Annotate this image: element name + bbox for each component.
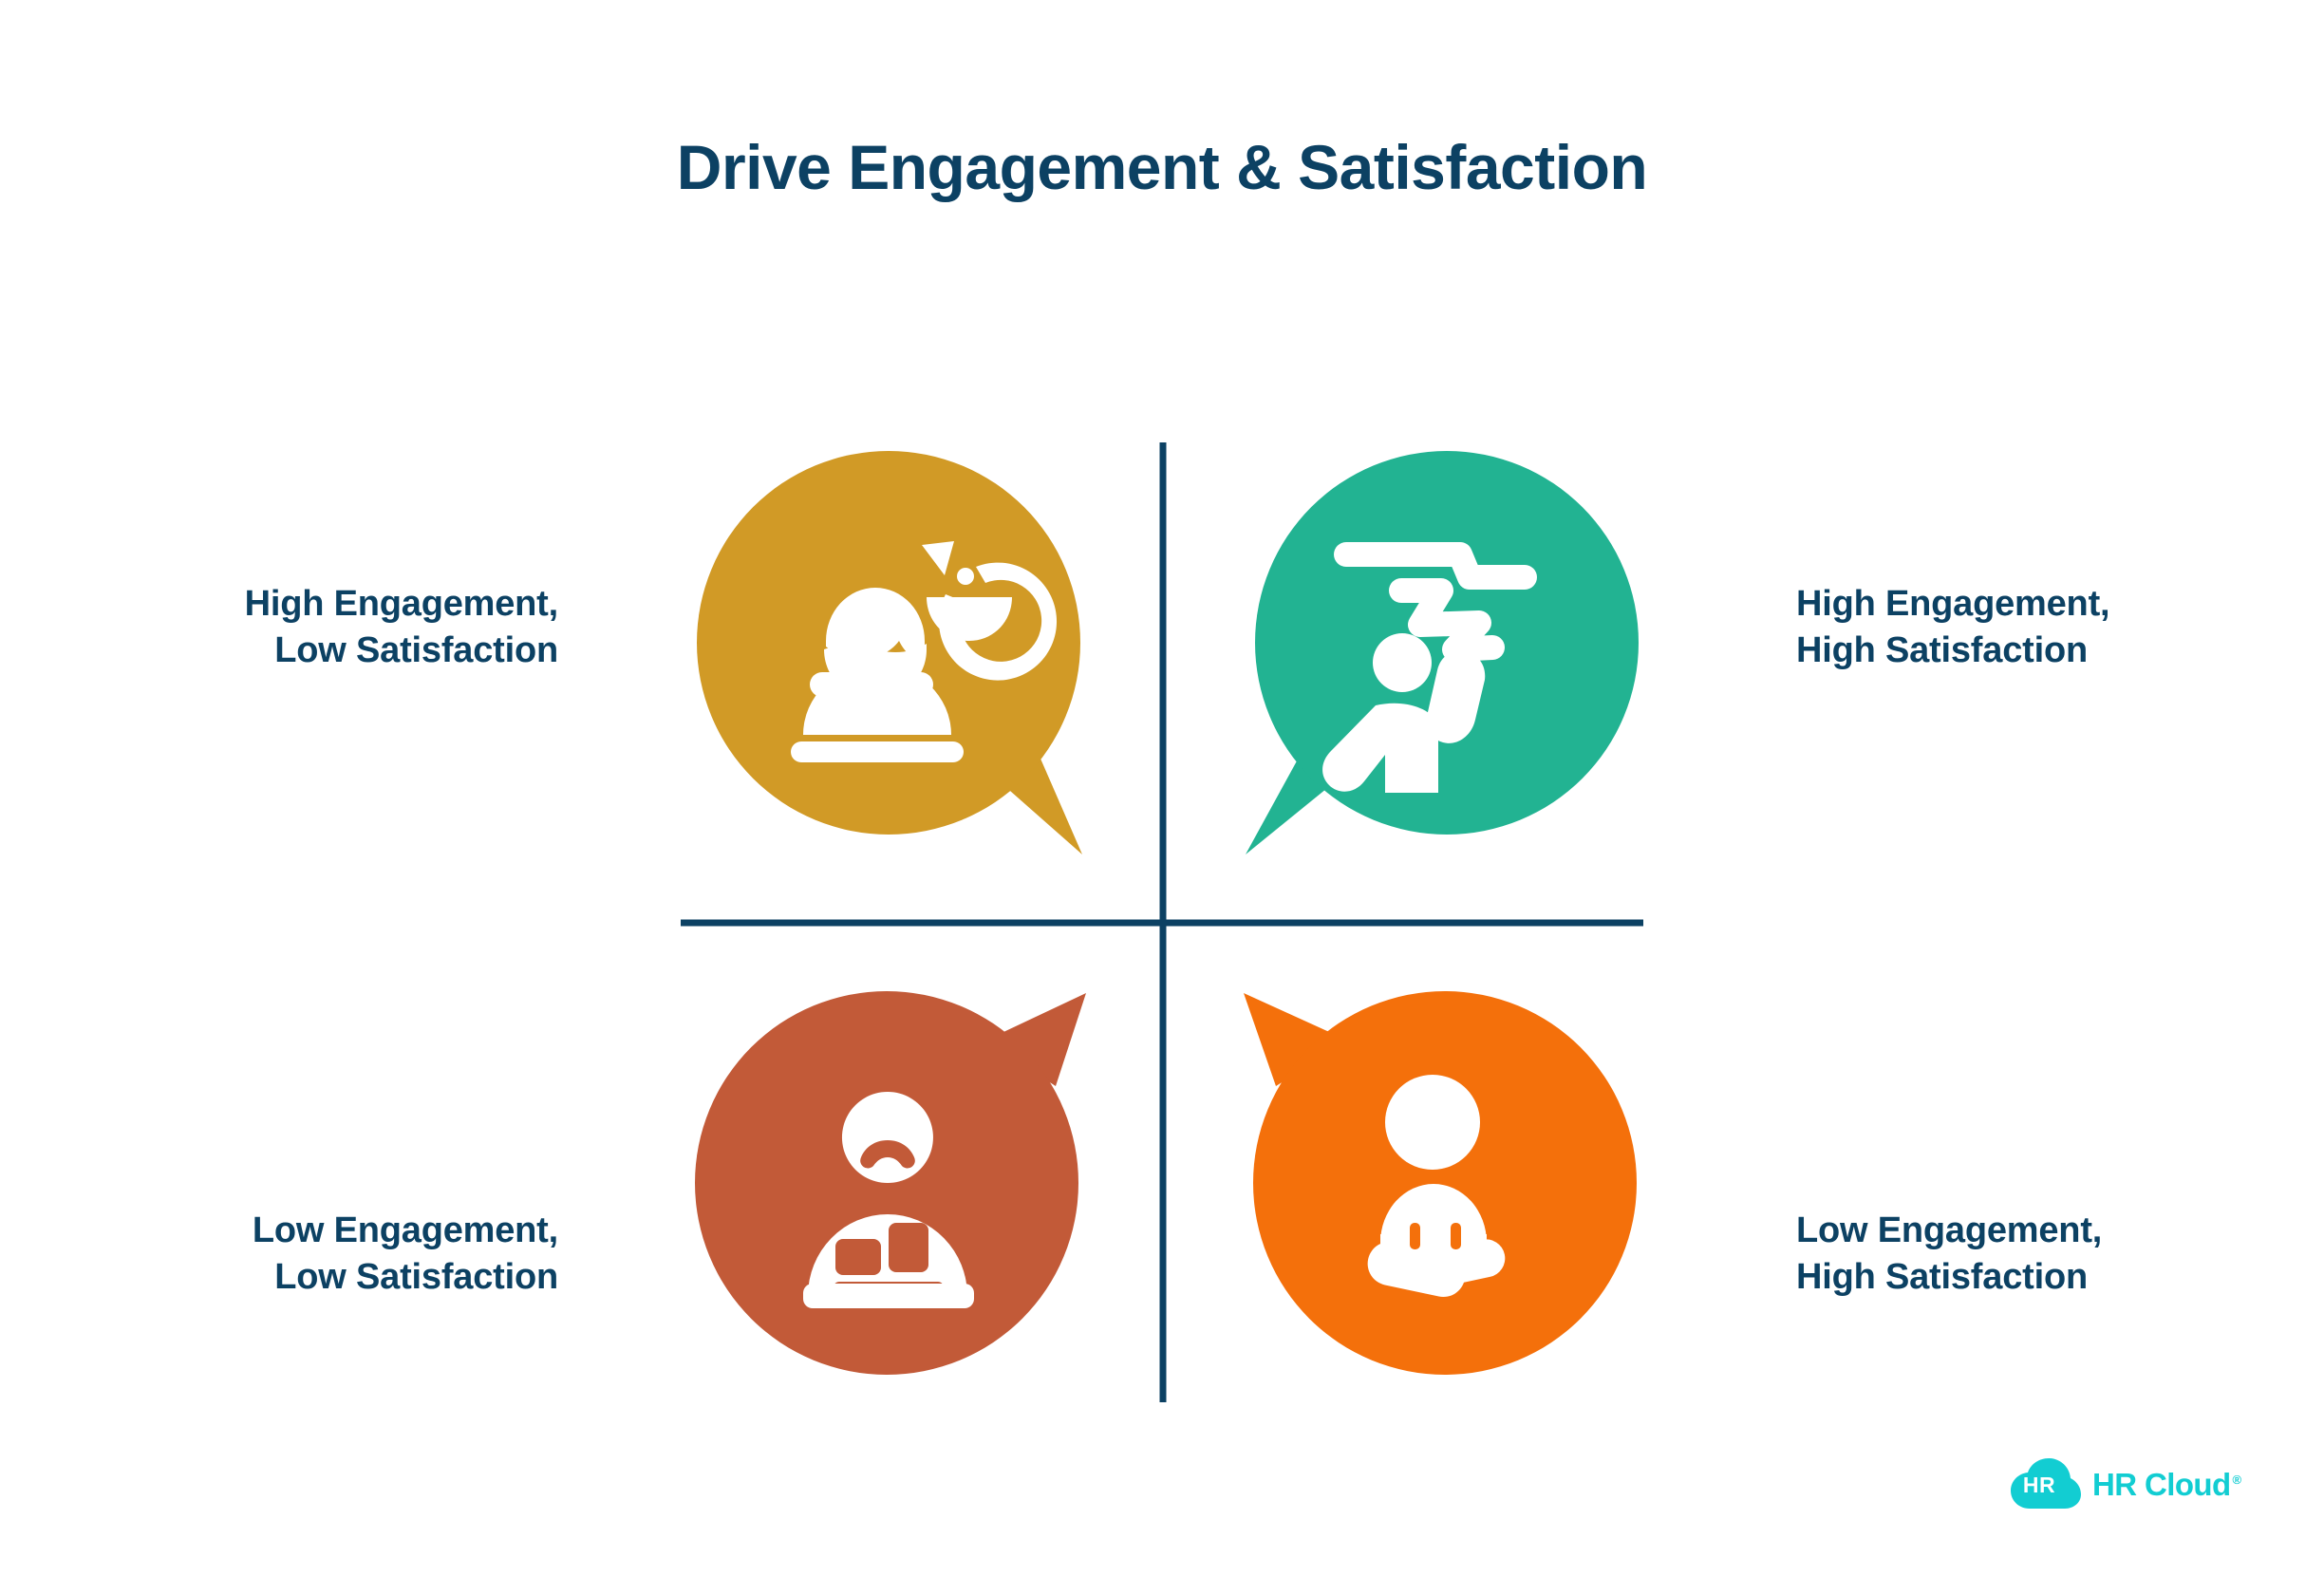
registered-trademark-symbol: ® [2232, 1473, 2242, 1487]
quadrant-label-line2: High Satisfaction [1796, 629, 2088, 670]
person-mood-change-icon [791, 541, 1058, 762]
quadrant-label-top-right: High Engagement, High Satisfaction [1796, 581, 2110, 673]
quadrant-label-line2: Low Satisfaction [274, 1256, 558, 1297]
quadrant-bubble-bottom-right[interactable] [1234, 968, 1652, 1386]
speech-bubble-shape [1244, 991, 1637, 1375]
speech-bubble-shape [1246, 451, 1639, 854]
quadrant-label-line1: Low Engagement, [1796, 1210, 2103, 1250]
climbing-person-body [1322, 633, 1486, 793]
sad-person-on-couch-icon [803, 1092, 974, 1310]
quadrant-bubble-top-left[interactable] [684, 437, 1101, 854]
hr-cloud-mark-label: HR [2022, 1472, 2056, 1497]
quadrant-label-line1: High Engagement, [1796, 584, 2110, 624]
quadrant-label-bottom-left: Low Engagement, Low Satisfaction [253, 1208, 558, 1300]
speech-bubble-shape [695, 991, 1086, 1375]
quadrant-label-line1: High Engagement, [244, 584, 559, 624]
hr-cloud-wordmark-text: HR Cloud [2092, 1467, 2231, 1502]
page-title: Drive Engagement & Satisfaction [676, 132, 1648, 202]
hr-cloud-logo: HR HR Cloud® [2011, 1451, 2241, 1519]
person-climbing-growth-icon [1334, 542, 1537, 662]
hr-cloud-cloud-icon: HR [2011, 1457, 2081, 1512]
quadrant-label-line1: Low Engagement, [252, 1210, 558, 1250]
quadrant-label-top-left: High Engagement, Low Satisfaction [244, 581, 559, 673]
quadrant-bubble-top-right[interactable] [1234, 437, 1652, 854]
quadrant-label-line2: Low Satisfaction [274, 629, 558, 670]
quadrant-label-bottom-right: Low Engagement, High Satisfaction [1796, 1208, 2102, 1300]
person-meditating-icon [1367, 1075, 1506, 1298]
hr-cloud-wordmark: HR Cloud® [2092, 1467, 2241, 1503]
quadrant-bubble-bottom-left[interactable] [684, 968, 1101, 1386]
quadrant-label-line2: High Satisfaction [1796, 1256, 2088, 1297]
